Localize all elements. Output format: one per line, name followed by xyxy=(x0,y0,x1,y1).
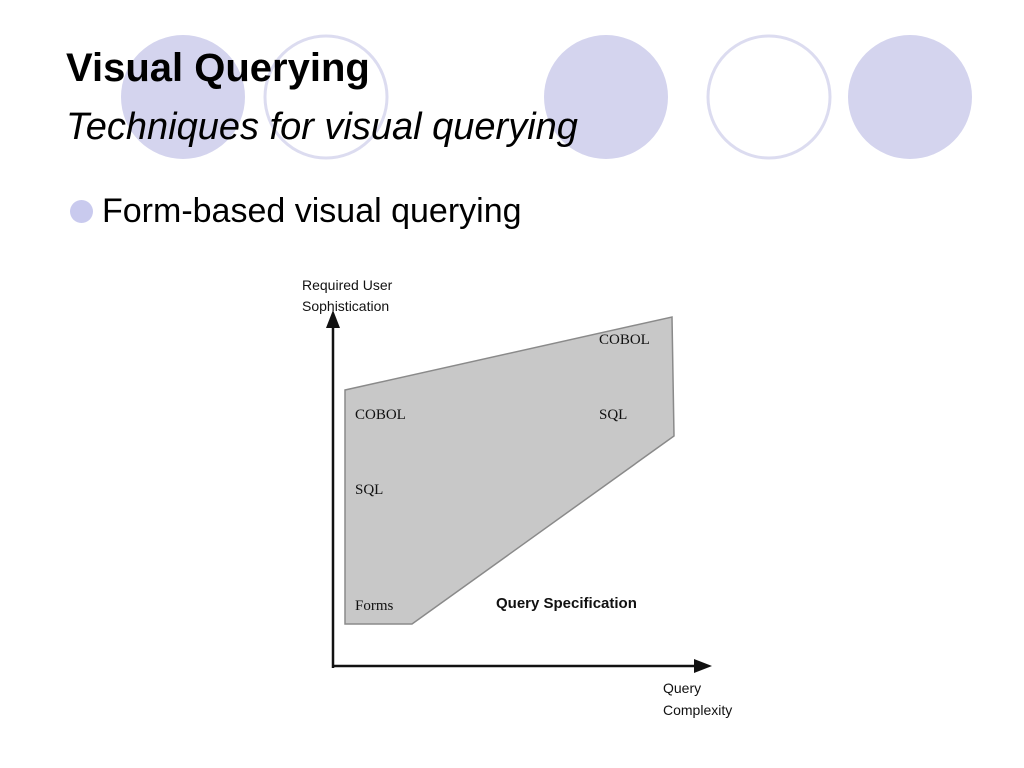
slide-subtitle: Techniques for visual querying xyxy=(66,106,578,148)
y-axis-label-line-1: Required User xyxy=(302,277,393,293)
x-axis-label-line-1: Query xyxy=(663,680,701,696)
decorative-circles xyxy=(121,34,972,160)
right-label-sql: SQL xyxy=(599,407,627,423)
decor-circle-filled xyxy=(848,35,972,159)
left-label-forms: Forms xyxy=(355,598,394,614)
right-label-cobol: COBOL xyxy=(599,332,650,348)
query-specification-region xyxy=(344,316,675,625)
bullet-text: Form-based visual querying xyxy=(102,192,522,230)
slide-title: Visual Querying xyxy=(66,46,370,90)
left-label-sql: SQL xyxy=(355,482,383,498)
x-axis-label-line-2: Complexity xyxy=(663,702,732,718)
decor-circle-filled xyxy=(121,35,245,159)
region-label: Query Specification xyxy=(496,595,637,612)
decor-circle-outline xyxy=(263,34,389,160)
x-axis-arrowhead xyxy=(694,659,712,673)
y-axis-label-line-2: Sophistication xyxy=(302,298,389,314)
left-label-cobol: COBOL xyxy=(355,407,406,423)
bullet-dot-icon xyxy=(70,200,93,223)
y-axis-arrowhead xyxy=(326,310,340,328)
decor-circle-filled xyxy=(544,35,668,159)
query-specification-diagram: Required User Sophistication Query Compl… xyxy=(302,277,732,718)
decor-circle-outline xyxy=(706,34,832,160)
